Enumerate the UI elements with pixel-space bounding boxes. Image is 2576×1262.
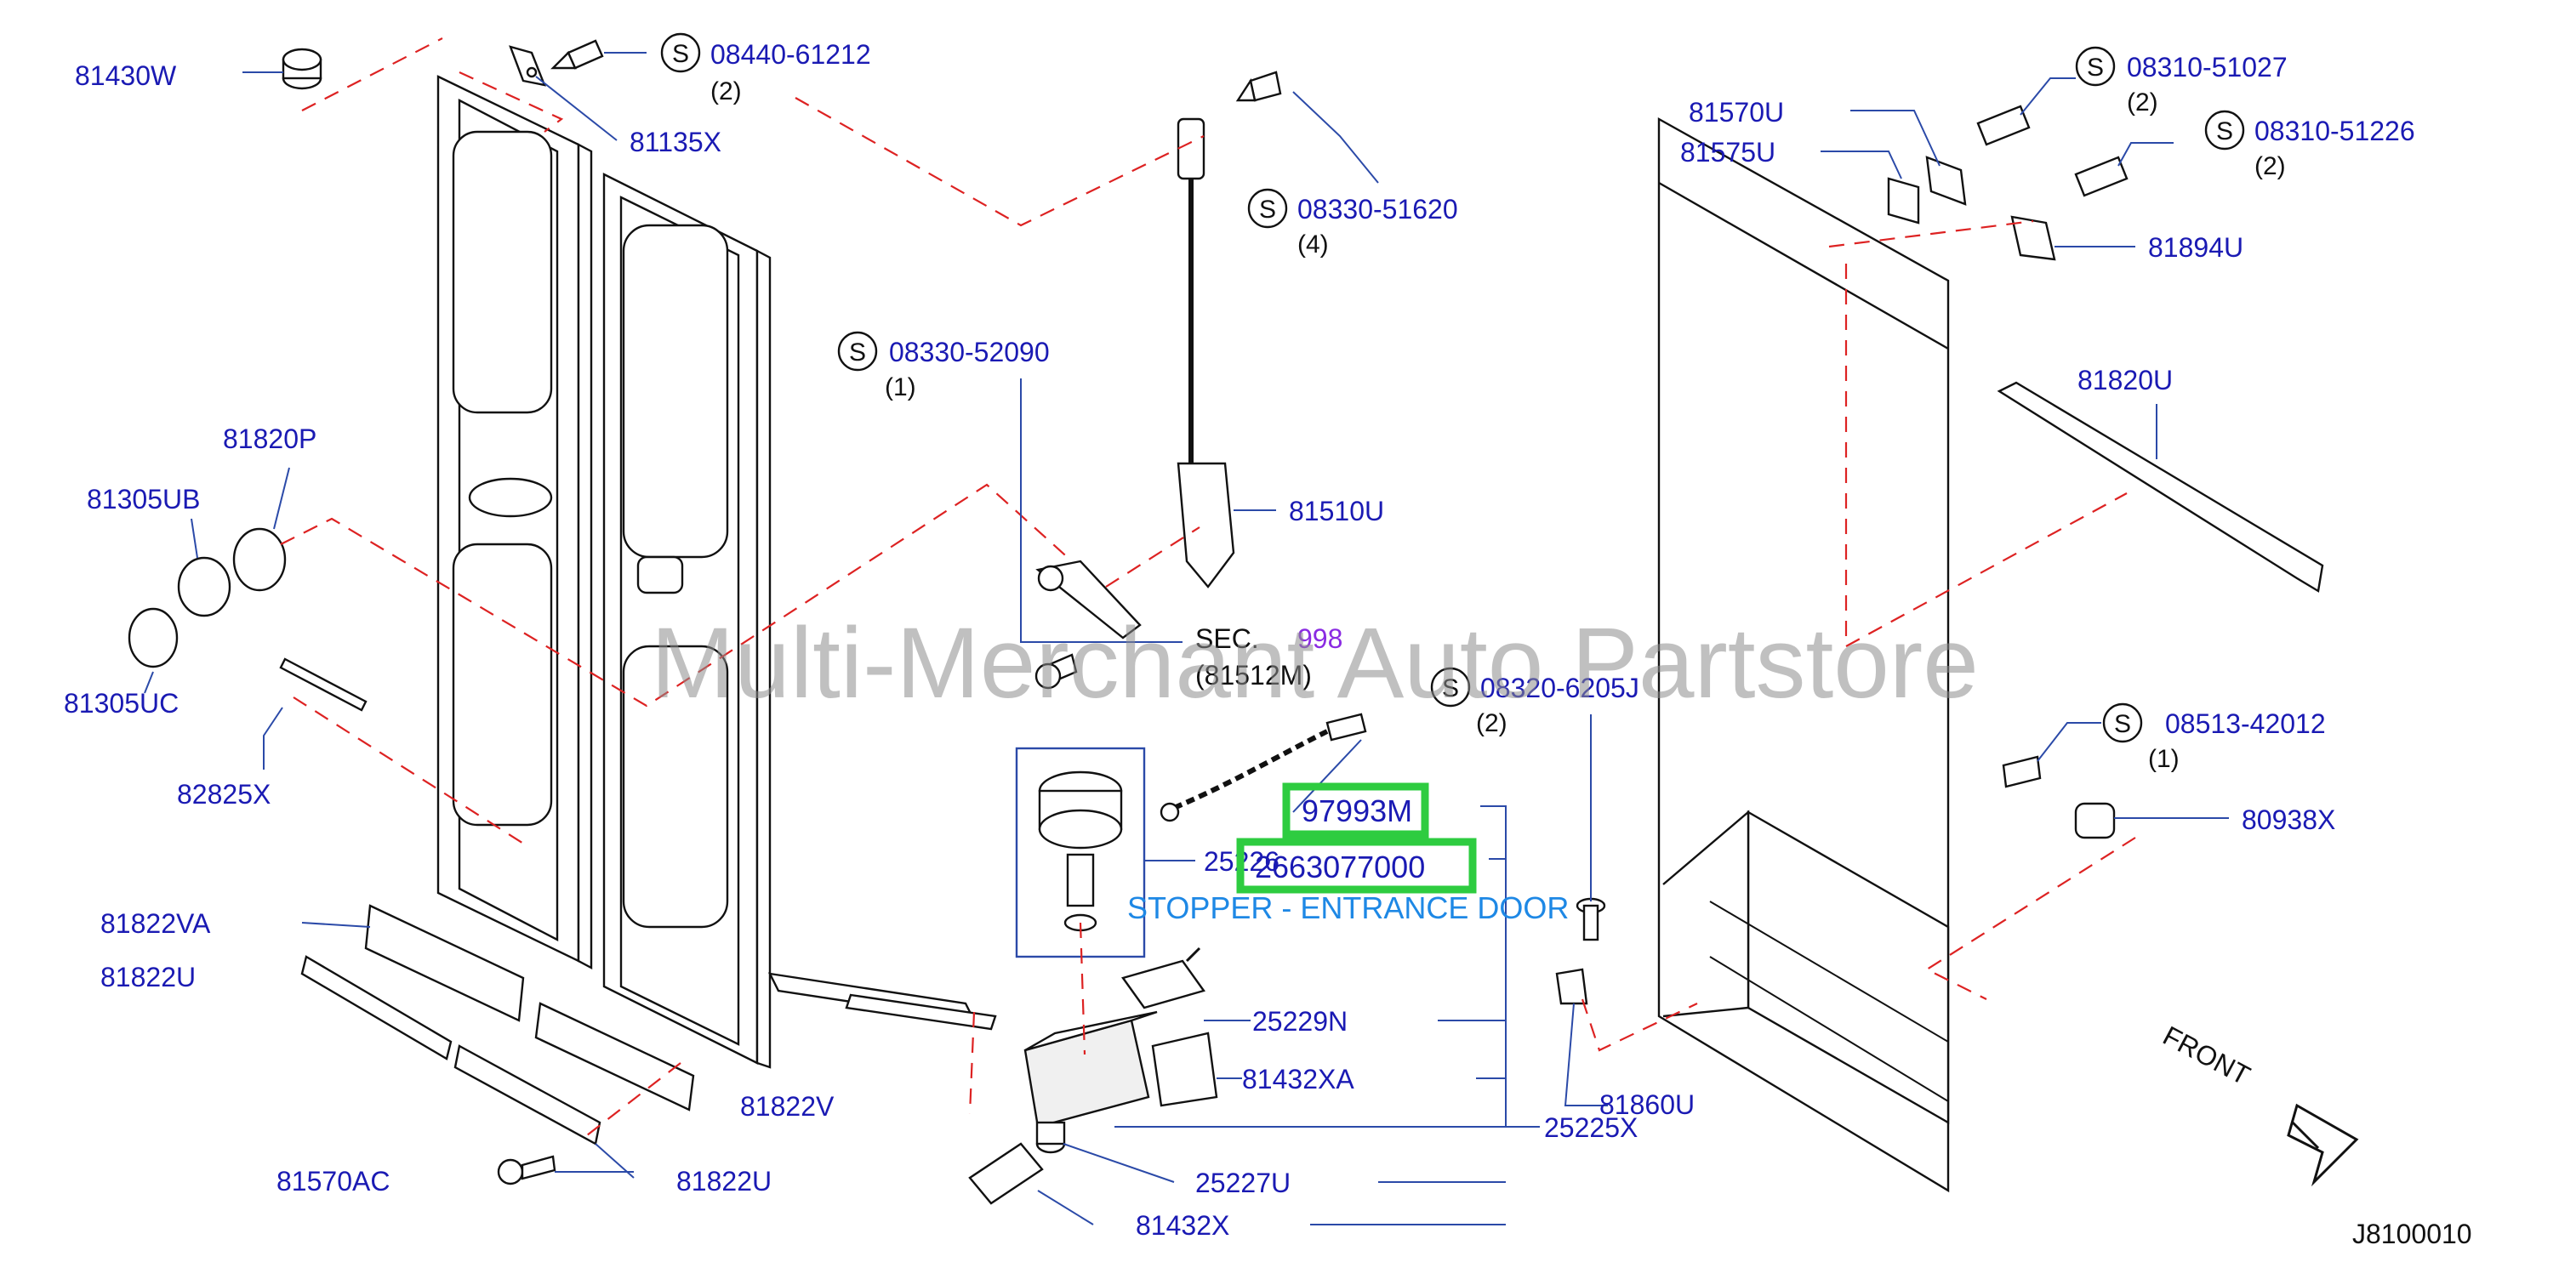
- highlight-part-97993M[interactable]: 97993M: [1302, 793, 1412, 828]
- bracket-81135X[interactable]: [509, 45, 546, 87]
- stopper-81860U[interactable]: [1555, 968, 1588, 1005]
- rod-81510U[interactable]: [1177, 117, 1235, 588]
- strip-82825X[interactable]: [279, 657, 368, 712]
- part-label-81432X[interactable]: 81432X: [1136, 1210, 1229, 1241]
- bracket-81432XA[interactable]: [1151, 1032, 1218, 1107]
- part-label-81135X[interactable]: 81135X: [630, 127, 721, 157]
- bracket-81432X[interactable]: [968, 1142, 1044, 1205]
- screw-qty-08440-61212: (2): [710, 77, 742, 105]
- moulding-81822VA[interactable]: [364, 904, 525, 1022]
- part-label-81570U[interactable]: 81570U: [1689, 97, 1784, 128]
- part-label-81860U[interactable]: 81860U: [1599, 1089, 1695, 1120]
- screw-symbol-s6: S: [2204, 110, 2245, 151]
- front-arrow-icon: [2287, 1103, 2359, 1187]
- part-label-81570AC[interactable]: 81570AC: [276, 1166, 390, 1197]
- screw-08320-6205J[interactable]: [1576, 897, 1606, 941]
- grab-bar-81820U[interactable]: [1997, 381, 2324, 593]
- screw-qty-08330-51620: (4): [1297, 230, 1329, 259]
- handle-arm[interactable]: [1035, 560, 1142, 640]
- screw-label-08310-51226[interactable]: 08310-51226: [2254, 116, 2415, 146]
- moulding-81822U-bottom[interactable]: [453, 1044, 601, 1145]
- part-label-81822VA[interactable]: 81822VA: [100, 908, 211, 939]
- screw-qty-08320-6205J: (2): [1476, 709, 1507, 737]
- moulding-81822U-left[interactable]: [300, 955, 453, 1060]
- alignment-lines: [280, 37, 2136, 1136]
- screw-symbol-s2: S: [1247, 188, 1288, 229]
- screw-label-08440-61212[interactable]: 08440-61212: [710, 39, 871, 70]
- screw-label-08513-42012[interactable]: 08513-42012: [2165, 708, 2326, 739]
- part-label-81822U-left[interactable]: 81822U: [100, 962, 196, 992]
- svg-text:S: S: [2114, 710, 2131, 738]
- part-label-81820U[interactable]: 81820U: [2077, 365, 2173, 395]
- part-label-25225X[interactable]: 25225X: [1544, 1112, 1638, 1143]
- screw-qty-08513-42012: (1): [2148, 745, 2180, 773]
- screw-08330-51620[interactable]: [1235, 71, 1282, 102]
- screw-08330-52090[interactable]: [1034, 653, 1078, 690]
- screw-symbol-s4: S: [1430, 667, 1471, 708]
- part-label-80938X[interactable]: 80938X: [2242, 804, 2335, 835]
- screw-symbol-s1: S: [660, 32, 701, 73]
- part-label-81822U-bottom[interactable]: 81822U: [676, 1166, 772, 1197]
- screw-symbol-s7: S: [2102, 702, 2143, 743]
- screw-qty-08330-52090: (1): [885, 373, 916, 401]
- door-panel-rear[interactable]: [436, 75, 593, 969]
- part-label-81430W[interactable]: 81430W: [75, 60, 177, 91]
- part-label-25227U[interactable]: 25227U: [1195, 1168, 1291, 1198]
- bracket-81570U[interactable]: [1925, 156, 1967, 206]
- highlight-box-2663077000: [1236, 838, 1477, 894]
- front-label: FRONT: [2158, 1020, 2255, 1091]
- part-label-81894U[interactable]: 81894U: [2148, 232, 2243, 263]
- bracket-25227U[interactable]: [1035, 1121, 1066, 1154]
- svg-text:S: S: [1442, 674, 1459, 702]
- part-label-81305UC[interactable]: 81305UC: [64, 688, 179, 719]
- screw-08310-51226[interactable]: [2074, 156, 2129, 197]
- part-label-81822V[interactable]: 81822V: [740, 1091, 835, 1122]
- screw-qty-08310-51226: (2): [2254, 152, 2286, 180]
- door-right[interactable]: [1657, 117, 1950, 1193]
- highlight-part-2663077000[interactable]: 2663077000: [1255, 850, 1425, 884]
- cable-97993M[interactable]: [1160, 713, 1367, 822]
- screw-label-08330-51620[interactable]: 08330-51620: [1297, 194, 1458, 225]
- part-label-81510U[interactable]: 81510U: [1289, 496, 1384, 526]
- diagram-code: J8100010: [2352, 1219, 2472, 1249]
- svg-text:S: S: [849, 338, 866, 367]
- screw-symbol-s3: S: [837, 331, 878, 372]
- highlight-box-97993M: [1282, 782, 1429, 838]
- watermark: Multi-Merchant Auto Partstore: [651, 607, 1979, 719]
- screw-label-08310-51027[interactable]: 08310-51027: [2127, 52, 2288, 82]
- motor-inset-25226[interactable]: [1015, 747, 1146, 958]
- sec-number-link[interactable]: 998: [1297, 623, 1342, 654]
- svg-text:S: S: [1259, 196, 1276, 224]
- part-label-25229N[interactable]: 25229N: [1252, 1006, 1348, 1037]
- sensor-25229N[interactable]: [1121, 946, 1205, 1009]
- seal-rings[interactable]: [128, 527, 287, 668]
- screw-08513-42012[interactable]: [2002, 755, 2042, 788]
- part-label-81432XA[interactable]: 81432XA: [1242, 1064, 1354, 1094]
- screw-08310-51027[interactable]: [1976, 105, 2031, 146]
- screw-qty-08310-51027: (2): [2127, 88, 2158, 117]
- sec-sub-label: (81512M): [1195, 660, 1312, 691]
- svg-text:S: S: [2216, 117, 2233, 145]
- door-panel-front[interactable]: [602, 173, 772, 1069]
- bumper-80938X[interactable]: [2074, 802, 2116, 839]
- part-label-82825X[interactable]: 82825X: [177, 779, 271, 810]
- screw-label-08320-6205J[interactable]: 08320-6205J: [1480, 673, 1639, 703]
- bumper-81430W[interactable]: [282, 48, 322, 90]
- leader-lines: [144, 52, 2229, 1225]
- part-label-81820P[interactable]: 81820P: [223, 424, 316, 454]
- highlight-description: STOPPER - ENTRANCE DOOR: [1127, 890, 1569, 925]
- screw-symbol-s5: S: [2075, 46, 2116, 87]
- screw-08440-61212[interactable]: [550, 39, 604, 70]
- screw-81570AC[interactable]: [497, 1155, 556, 1185]
- part-label-81575U[interactable]: 81575U: [1680, 137, 1775, 168]
- part-label-81305UB[interactable]: 81305UB: [87, 484, 200, 514]
- screw-label-08330-52090[interactable]: 08330-52090: [889, 337, 1050, 367]
- plate-81575U[interactable]: [1887, 177, 1920, 225]
- sec-label: SEC.: [1195, 623, 1259, 654]
- hinge-81894U[interactable]: [2010, 215, 2056, 261]
- svg-text:S: S: [2087, 54, 2104, 82]
- svg-text:S: S: [672, 40, 689, 68]
